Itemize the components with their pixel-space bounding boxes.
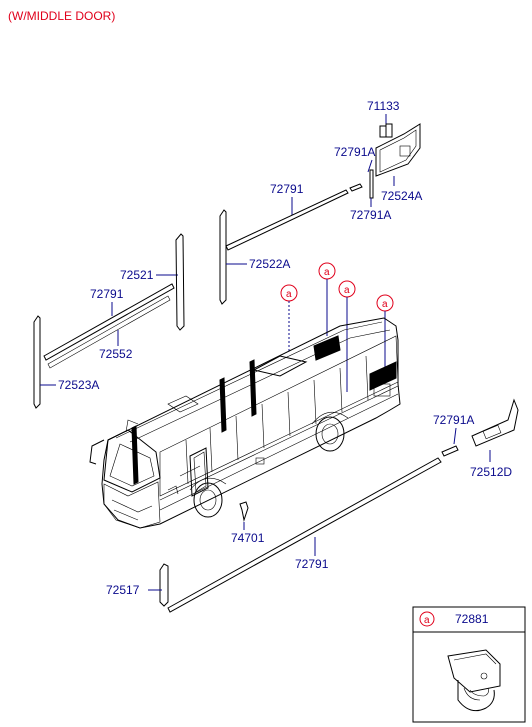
legend-part-72881[interactable]: 72881: [455, 612, 489, 626]
label-72791A-right[interactable]: 72791A: [433, 413, 474, 427]
svg-text:a: a: [324, 267, 330, 278]
part-72791A-strip-top: [369, 169, 374, 199]
part-72791-strip-bottom: [167, 457, 442, 613]
part-72522A-strip: [219, 209, 227, 305]
part-72517-strip: [159, 563, 169, 607]
part-72521-strip: [175, 233, 185, 331]
legend-callout-a: a: [419, 611, 435, 627]
part-72791-strip-left: [43, 283, 175, 369]
label-72791-left[interactable]: 72791: [90, 287, 124, 301]
part-72524A-plate: [375, 123, 421, 177]
callout-a-3[interactable]: a: [338, 280, 356, 298]
svg-text:a: a: [382, 299, 388, 310]
callout-a-4[interactable]: a: [376, 294, 394, 312]
part-72512D-plate: [471, 398, 519, 447]
label-72791-top[interactable]: 72791: [270, 182, 304, 196]
svg-text:a: a: [424, 615, 430, 626]
part-72523A-strip: [33, 315, 41, 409]
label-72523A[interactable]: 72523A: [58, 378, 99, 392]
label-72791-bottom[interactable]: 72791: [295, 557, 329, 571]
part-72791-strip-top: [225, 183, 363, 251]
svg-text:a: a: [344, 285, 350, 296]
label-72552[interactable]: 72552: [99, 347, 133, 361]
label-72522A[interactable]: 72522A: [249, 257, 290, 271]
label-72517[interactable]: 72517: [106, 583, 140, 597]
bus-illustration: [89, 317, 401, 529]
leader-72791A-top: [367, 159, 373, 173]
label-72791A-top[interactable]: 72791A: [334, 145, 375, 159]
part-71133-clip: [379, 123, 393, 138]
callout-a-2[interactable]: a: [318, 262, 336, 280]
label-72521[interactable]: 72521: [120, 268, 154, 282]
svg-text:a: a: [286, 289, 292, 300]
part-72881-clip: [447, 649, 501, 712]
label-72791A-mid[interactable]: 72791A: [350, 208, 391, 222]
callout-a-1[interactable]: a: [280, 284, 298, 302]
label-72524A[interactable]: 72524A: [381, 189, 422, 203]
diagram-title: (W/MIDDLE DOOR): [8, 9, 115, 23]
label-72512D[interactable]: 72512D: [470, 465, 512, 479]
part-74701-clip: [239, 501, 249, 522]
legend-box: [412, 606, 526, 723]
leader-72791A-right: [453, 427, 457, 445]
label-71133[interactable]: 71133: [367, 99, 400, 113]
part-72791A-strip-right: [441, 445, 459, 457]
label-74701[interactable]: 74701: [231, 531, 265, 545]
